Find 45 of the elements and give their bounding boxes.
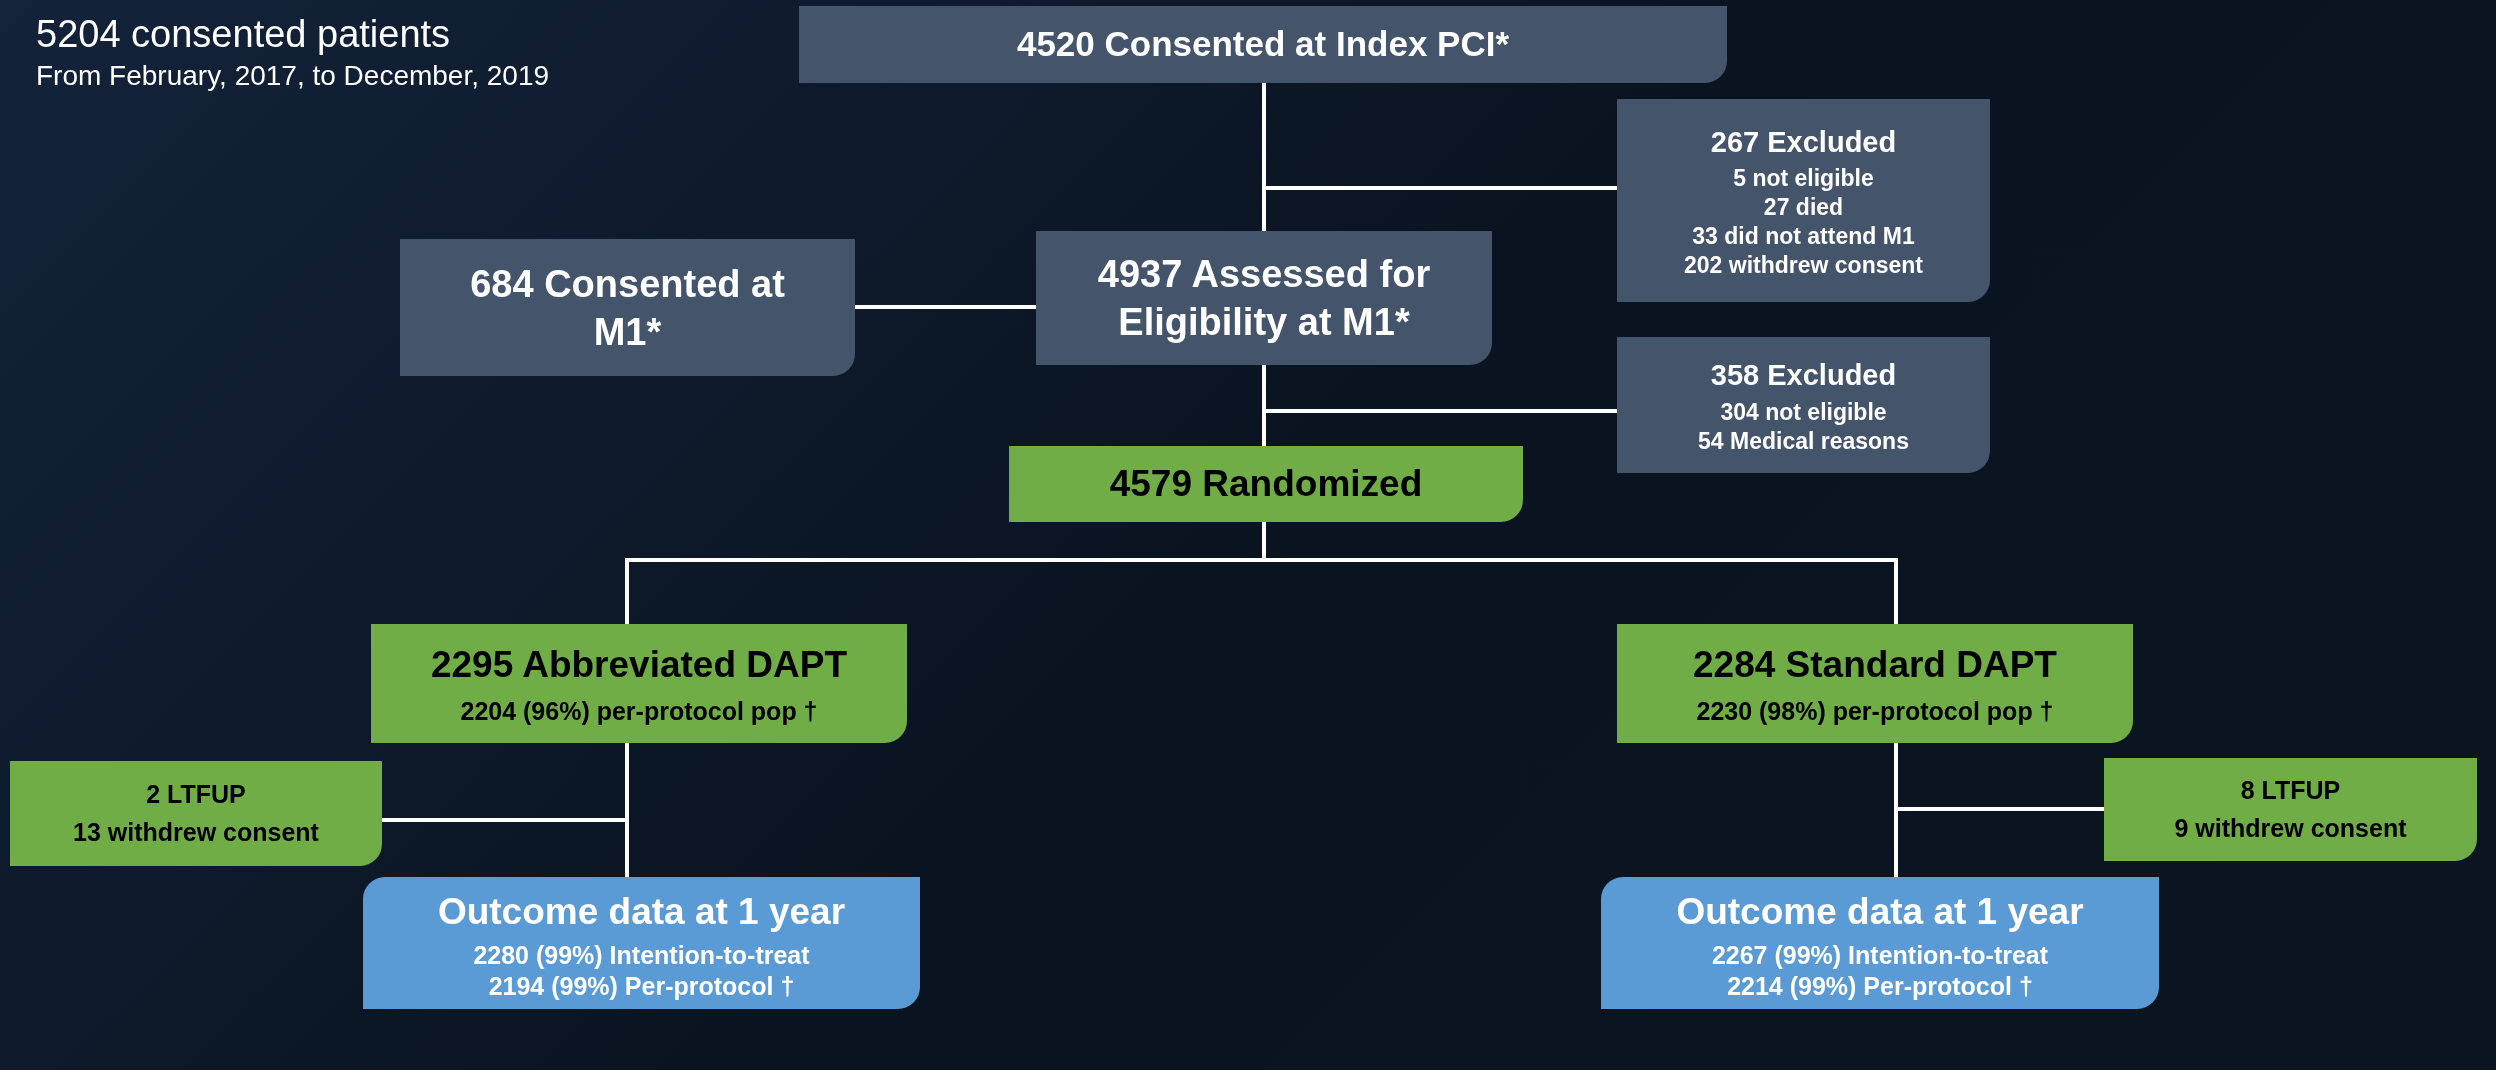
box-detail: 202 withdrew consent (1684, 251, 1923, 281)
randomization-box (1009, 446, 1523, 522)
box-detail: 2267 (99%) Intention-to-treat (1711, 939, 2049, 971)
connector-line (855, 305, 1036, 309)
box-detail: 2214 (99%) Per-protocol † (1727, 970, 2033, 1002)
loss-box (10, 761, 382, 866)
box-heading: 2284 Standard DAPT (1693, 643, 2057, 687)
connector-line (382, 743, 629, 822)
box-heading: 684 Consented at M1* (469, 261, 786, 355)
connector-line (1894, 743, 2104, 811)
box-detail: 304 not eligible (1720, 397, 1887, 427)
treatment-arm-box (371, 624, 907, 743)
box-heading: 4937 Assessed for Eligibility at M1* (1096, 252, 1432, 345)
box-detail: 2194 (99%) Per-protocol † (488, 970, 795, 1002)
box-heading: 2 LTFUP (146, 779, 246, 810)
connector-line (1262, 83, 1617, 190)
outcome-box (1601, 877, 2159, 1009)
connector-line (1262, 365, 1617, 413)
box-heading: 4520 Consented at Index PCI* (1016, 23, 1510, 66)
process-box (1036, 231, 1492, 365)
treatment-arm-box (1617, 624, 2133, 743)
exclusion-box (1617, 99, 1990, 302)
outcome-box (363, 877, 920, 1009)
box-detail: 54 Medical reasons (1698, 426, 1909, 456)
box-heading: 2295 Abbreviated DAPT (430, 643, 848, 687)
box-heading: Outcome data at 1 year (437, 890, 846, 935)
box-detail: 2204 (96%) per-protocol pop † (460, 695, 818, 727)
box-detail: 9 withdrew consent (2174, 812, 2407, 844)
box-detail: 13 withdrew consent (73, 816, 319, 848)
box-detail: 2280 (99%) Intention-to-treat (473, 939, 810, 971)
subtitle: From February, 2017, to December, 2019 (36, 59, 550, 93)
box-heading: 8 LTFUP (2240, 775, 2341, 806)
box-heading: 4579 Randomized (1109, 462, 1423, 507)
box-heading: 267 Excluded (1710, 124, 1897, 160)
box-detail: 2230 (98%) per-protocol pop † (1696, 695, 2054, 727)
exclusion-box (1617, 337, 1990, 473)
process-box (799, 6, 1727, 83)
title: 5204 consented patients (36, 12, 452, 57)
box-heading: 358 Excluded (1710, 358, 1897, 394)
process-box (400, 239, 855, 376)
box-detail: 27 died (1763, 193, 1844, 223)
loss-box (2104, 758, 2477, 861)
box-detail: 5 not eligible (1733, 164, 1874, 194)
box-detail: 33 did not attend M1 (1692, 222, 1915, 252)
box-heading: Outcome data at 1 year (1676, 890, 2084, 935)
